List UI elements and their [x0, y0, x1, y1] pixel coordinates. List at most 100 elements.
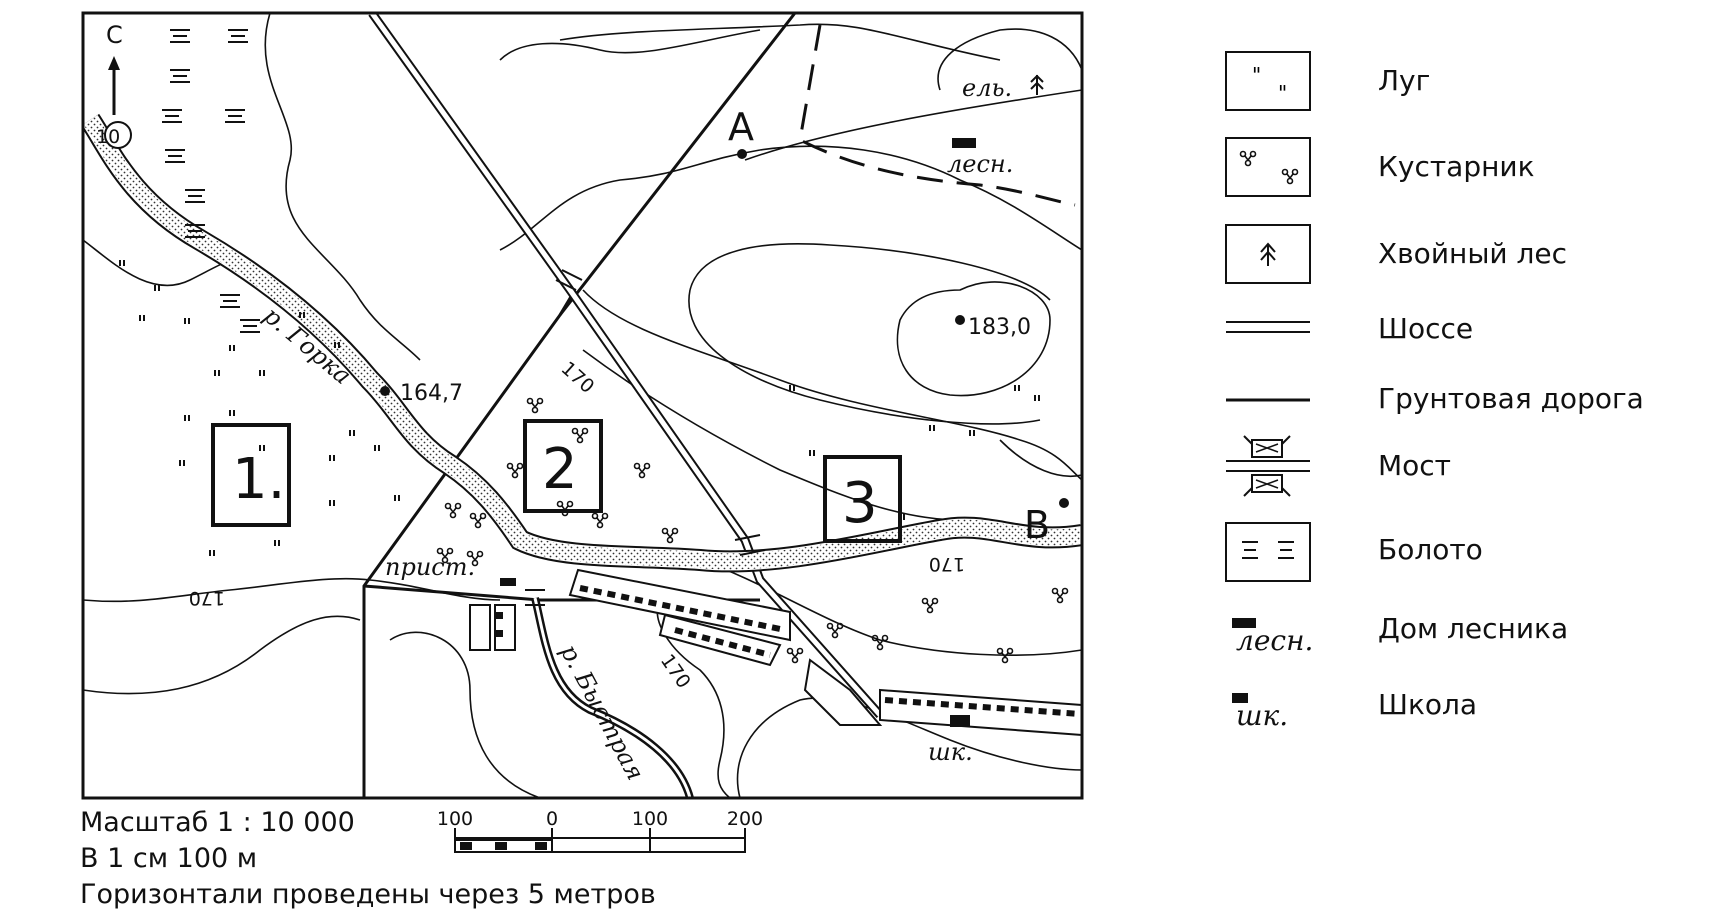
meadow-symbol [229, 410, 235, 416]
meadow-symbol [329, 500, 335, 506]
river-source-label: 10 [96, 126, 120, 148]
bridge-marks [525, 269, 766, 606]
scale-tick-200: 200 [727, 808, 763, 830]
settlements [469, 138, 1082, 737]
scale-tick-100: 100 [632, 808, 668, 830]
swamp-symbol [162, 109, 182, 123]
area-2-label: 2 [542, 437, 578, 502]
legend-swamp-label: Болото [1378, 533, 1483, 566]
map-frame [81, 11, 1084, 800]
shrub-symbol [444, 502, 462, 519]
meadow-legend-icon: " " [1225, 51, 1311, 111]
legend-bridge-label: Мост [1378, 449, 1451, 482]
river-gorka [83, 113, 1082, 573]
shrub-symbol [436, 547, 454, 564]
shrub-symbol [1051, 587, 1069, 604]
shrub-symbol [526, 397, 544, 414]
swamp-symbol [185, 189, 205, 203]
pier-label: прист. [385, 553, 475, 581]
north-arrow [108, 56, 120, 115]
spot-height-2-label: 183,0 [968, 315, 1031, 340]
legend-conifer-label: Хвойный лес [1378, 237, 1568, 270]
svg-text:": " [1252, 63, 1261, 87]
meadow-symbol [214, 370, 220, 376]
legend-icons: " " [1225, 51, 1311, 703]
legend-shrub-label: Кустарник [1378, 150, 1535, 183]
scale-tick-100-left: 100 [437, 808, 473, 830]
bridge-legend-icon [1226, 435, 1310, 497]
point-a-marker [737, 149, 747, 159]
meadow-symbol [154, 285, 160, 291]
meadow-symbol [139, 315, 145, 321]
dashed-path [798, 24, 1076, 207]
scale-bar [454, 828, 746, 853]
scale-tick-0: 0 [546, 808, 558, 830]
meadow-symbol [1014, 385, 1020, 391]
meadow-symbol [809, 450, 815, 456]
forester-label: лесн. [947, 150, 1013, 178]
svg-text:": " [1278, 81, 1287, 105]
shrub-symbol [506, 462, 524, 479]
meadow-symbol [179, 460, 185, 466]
legend-forester-label: Дом лесника [1378, 612, 1569, 645]
shrub-symbol [469, 512, 487, 529]
swamp-symbol [240, 319, 260, 333]
shrub-symbol [661, 527, 679, 544]
scale-title: Масштаб 1 : 10 000 [80, 807, 355, 838]
map-features [83, 13, 1082, 798]
contour-label-1: 170 [557, 357, 599, 398]
area-boxes [211, 419, 902, 543]
meadow-symbol [259, 370, 265, 376]
meadow-symbol [789, 385, 795, 391]
river-source-circle [104, 121, 132, 149]
point-b-marker [1059, 498, 1069, 508]
meadow-symbol [184, 415, 190, 421]
map-points [380, 149, 1069, 508]
meadow-symbol [259, 445, 265, 451]
legend-highway-label: Шоссе [1378, 312, 1474, 345]
contour-label-4: 170 [929, 553, 965, 575]
spot-height-2-marker [955, 315, 965, 325]
contour-interval-note: Горизонтали проведены через 5 метров [80, 879, 656, 910]
area-3-label: 3 [842, 471, 878, 536]
meadow-symbol [119, 260, 125, 266]
north-label: С [106, 21, 123, 49]
school-legend-sublabel: шк. [1236, 699, 1288, 732]
shrub-symbol [786, 647, 804, 664]
shrub-symbol [921, 597, 939, 614]
shrub-symbol [1239, 150, 1257, 167]
tracks [744, 89, 1082, 161]
shrub-symbol [826, 622, 844, 639]
swamp-symbol [225, 109, 245, 123]
shrub-symbol [871, 634, 889, 651]
contour-label-2: 170 [656, 650, 695, 692]
point-b-label: В [1024, 503, 1050, 547]
meadow-symbol [929, 425, 935, 431]
spruce-icon [1030, 74, 1044, 95]
shrub-symbol [633, 462, 651, 479]
shrub-symbol [591, 512, 609, 529]
meadow-symbol [184, 318, 190, 324]
spot-height-1-marker [380, 386, 390, 396]
legend-school-label: Школа [1378, 688, 1478, 721]
swamp-symbol [170, 29, 190, 43]
forester-legend-sublabel: лесн. [1236, 624, 1313, 657]
shrub-legend-icon [1225, 137, 1311, 197]
school-legend-icon [1232, 693, 1248, 703]
meadow-symbol [229, 345, 235, 351]
meadow-symbol [969, 430, 975, 436]
meadow-symbol [349, 430, 355, 436]
meadow-symbol [329, 455, 335, 461]
swamp-symbol [165, 149, 185, 163]
school-label: шк. [928, 738, 973, 766]
meadow-symbol [209, 550, 215, 556]
highway-legend-icon [1226, 321, 1310, 333]
shrub-symbol [571, 427, 589, 444]
point-a-label: А [728, 105, 754, 149]
scale-per-cm: В 1 см 100 м [80, 843, 258, 874]
meadow-symbol [299, 312, 305, 318]
meadow-symbol [1034, 395, 1040, 401]
meadow-symbol [374, 445, 380, 451]
swamp-symbol [228, 29, 248, 43]
